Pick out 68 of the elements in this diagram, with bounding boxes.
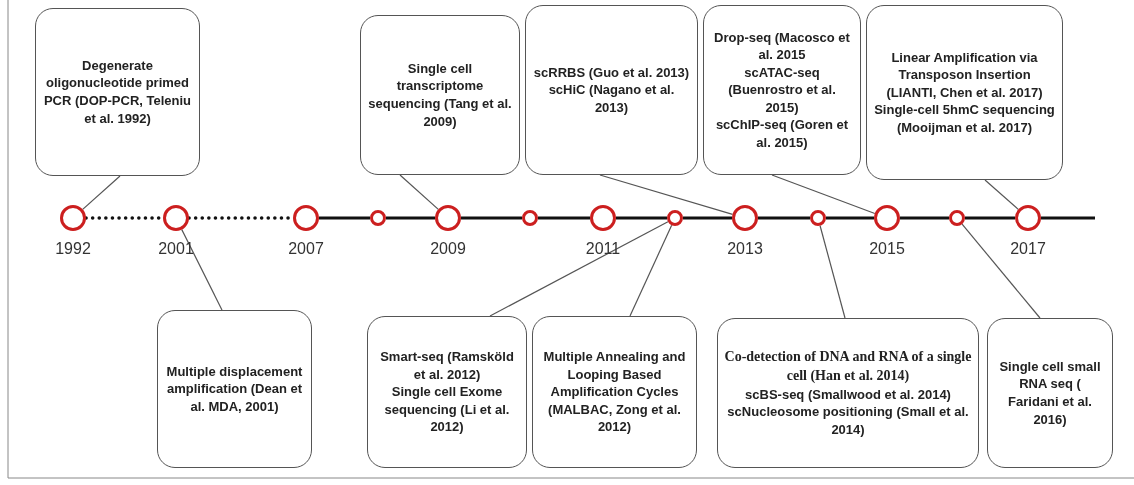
entry-text: scBS-seq (Smallwood et al. 2014) [745,385,951,404]
timeline-circle [522,210,538,226]
event-box [717,318,979,468]
event-box [532,316,697,468]
timeline-line [616,216,667,220]
timeline-line [758,216,810,220]
leader-line [961,223,1041,319]
year-label: 1992 [55,240,91,258]
event-box [360,15,520,175]
entry-text: Linear Amplification via Transposon Insertion (LIANTI, Chen et al. 2017) [885,48,1044,102]
entry-text: scNucleosome positioning (Small et al. 2014) [726,403,970,439]
event-box [866,5,1063,180]
year-label: 2007 [288,240,324,258]
year-label: 2013 [727,240,763,258]
leader-line [181,229,223,311]
leader-line [489,221,669,317]
timeline-circle [293,205,319,231]
leader-line [399,174,439,210]
event-box [35,8,200,176]
timeline-line [319,216,370,220]
leader-line [599,174,734,215]
year-label: 2009 [430,240,466,258]
entry-text: Smart-seq (Ramsköld et al. 2012) [379,348,515,384]
event-box [157,310,312,468]
event-box [367,316,527,468]
timeline-circle [590,205,616,231]
entry-text: Co-detection of DNA and RNA of a single cell (Han et al. 2014) [724,347,972,385]
leader-line [819,225,846,319]
entry-text: Single-cell 5hmC sequencing (Mooijman et al. 2017) [873,101,1056,137]
timeline-circle [667,210,683,226]
leader-line [82,175,121,210]
leader-line [771,174,876,215]
entry-text: Single cell transcriptome sequencing (Tang et al. 2009) [367,59,513,131]
timeline-line [461,216,522,220]
entry-text: scHiC (Nagano et al. 2013) [547,81,676,117]
timeline-line [538,216,590,220]
year-label: 2001 [158,240,194,258]
timeline-line [386,216,435,220]
timeline-line [900,216,949,220]
entry-text: Single cell Exome sequencing (Li et al. 2012) [383,383,511,436]
entry-text: scATAC-seq (Buenrostro et al. 2015) [727,63,837,117]
entry-text: scRRBS (Guo et al. 2013) [533,63,690,82]
event-box [987,318,1113,468]
entry-text: Multiple Annealing and Looping Based Amplification Cycles (MALBAC, Zong et al. 2012) [542,348,687,436]
event-box [525,5,698,175]
timeline-circle [810,210,826,226]
timeline-circle [732,205,758,231]
timeline-circle [949,210,965,226]
timeline-circle [435,205,461,231]
entry-text: Multiple displacement amplification (Dean et al. MDA, 2001) [165,362,304,416]
leader-line [984,179,1019,210]
entry-text: scChIP-seq (Goren et al. 2015) [714,116,850,152]
timeline-line [683,216,732,220]
entry-text: Degenerate oligonucleotide primed PCR (DOP-PCR, Teleniu et al. 1992) [42,56,193,128]
timeline-circle [370,210,386,226]
timeline-circle [874,205,900,231]
timeline-circle [163,205,189,231]
timeline-line [965,216,1015,220]
event-box [703,5,861,175]
timeline-line [826,216,874,220]
leader-line [629,224,673,317]
timeline-circle [60,205,86,231]
entry-text: Single cell small RNA seq ( Faridani et al. 2016) [998,357,1102,429]
year-label: 2017 [1010,240,1046,258]
year-label: 2015 [869,240,905,258]
timeline-line [1041,216,1095,220]
year-label: 2011 [585,240,621,258]
timeline-circle [1015,205,1041,231]
